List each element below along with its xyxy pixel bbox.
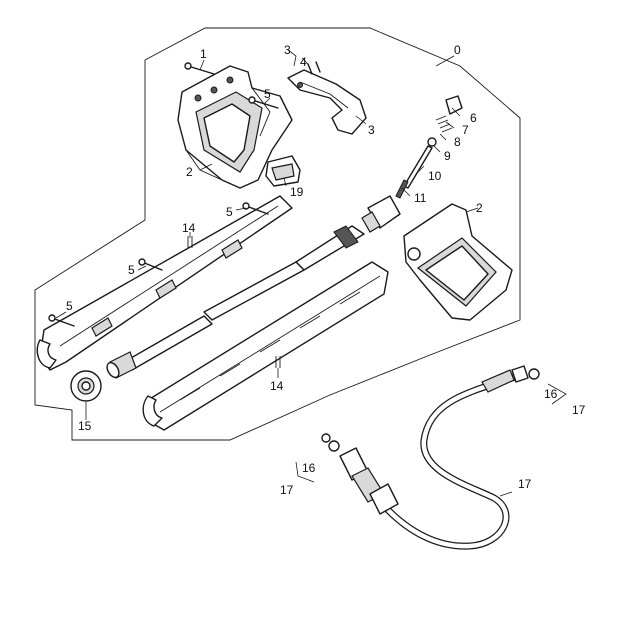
callout-3-lever: 3 bbox=[368, 123, 375, 137]
callout-labels: 0 1 2 2 3 3 4 5 5 5 5 6 7 8 9 10 11 14 1… bbox=[66, 43, 586, 497]
valve-parts bbox=[395, 95, 463, 199]
retaining-clip-upper bbox=[187, 236, 193, 248]
callout-16-right: 16 bbox=[544, 387, 558, 401]
lower-handle-grip bbox=[403, 203, 513, 321]
screw-part-5-upper bbox=[248, 96, 279, 109]
retaining-clip-lower bbox=[275, 356, 281, 368]
upper-handle-housing bbox=[177, 65, 293, 189]
hose-coupling-fittings bbox=[328, 440, 399, 515]
pin-parts bbox=[297, 61, 321, 88]
callout-2-lower: 2 bbox=[476, 201, 483, 215]
right-half-shell bbox=[142, 261, 389, 431]
callout-14-upper: 14 bbox=[182, 221, 196, 235]
screw-part-1 bbox=[184, 62, 215, 75]
lance-connector bbox=[361, 195, 401, 233]
lance-tube-lower bbox=[106, 315, 213, 379]
callout-1: 1 bbox=[200, 47, 207, 61]
trigger-lever bbox=[287, 69, 367, 135]
callout-9: 9 bbox=[444, 149, 451, 163]
assembly-boundary-frame bbox=[34, 27, 521, 441]
callout-15: 15 bbox=[78, 419, 92, 433]
callout-8: 8 bbox=[454, 135, 461, 149]
lance-tube-upper bbox=[203, 225, 365, 321]
nut-part-15 bbox=[70, 370, 102, 402]
callout-5-upper: 5 bbox=[264, 87, 271, 101]
high-pressure-hose bbox=[321, 365, 540, 550]
callout-14-lower: 14 bbox=[270, 379, 284, 393]
callout-3-top: 3 bbox=[284, 43, 291, 57]
callout-17-right: 17 bbox=[572, 403, 586, 417]
screw-part-5-shell-left bbox=[48, 314, 75, 327]
callout-17-hose: 17 bbox=[518, 477, 532, 491]
callout-5-shell-left: 5 bbox=[66, 299, 73, 313]
leader-lines bbox=[55, 49, 567, 497]
callout-11: 11 bbox=[414, 191, 427, 205]
callout-5-shell-top: 5 bbox=[226, 205, 233, 219]
callout-10: 10 bbox=[428, 169, 442, 183]
left-half-shell bbox=[36, 195, 293, 371]
callout-17-left: 17 bbox=[280, 483, 294, 497]
screw-part-5-shell-top bbox=[242, 202, 269, 215]
callout-0: 0 bbox=[454, 43, 461, 57]
callout-16-left: 16 bbox=[302, 461, 316, 475]
callout-6: 6 bbox=[470, 111, 477, 125]
callout-2-upper: 2 bbox=[186, 165, 193, 179]
screw-part-5-shell-mid bbox=[138, 258, 163, 271]
callout-7: 7 bbox=[462, 123, 469, 137]
clip-part-19 bbox=[265, 155, 301, 187]
callout-4: 4 bbox=[300, 55, 307, 69]
callout-5-shell-mid: 5 bbox=[128, 263, 135, 277]
callout-19: 19 bbox=[290, 185, 304, 199]
